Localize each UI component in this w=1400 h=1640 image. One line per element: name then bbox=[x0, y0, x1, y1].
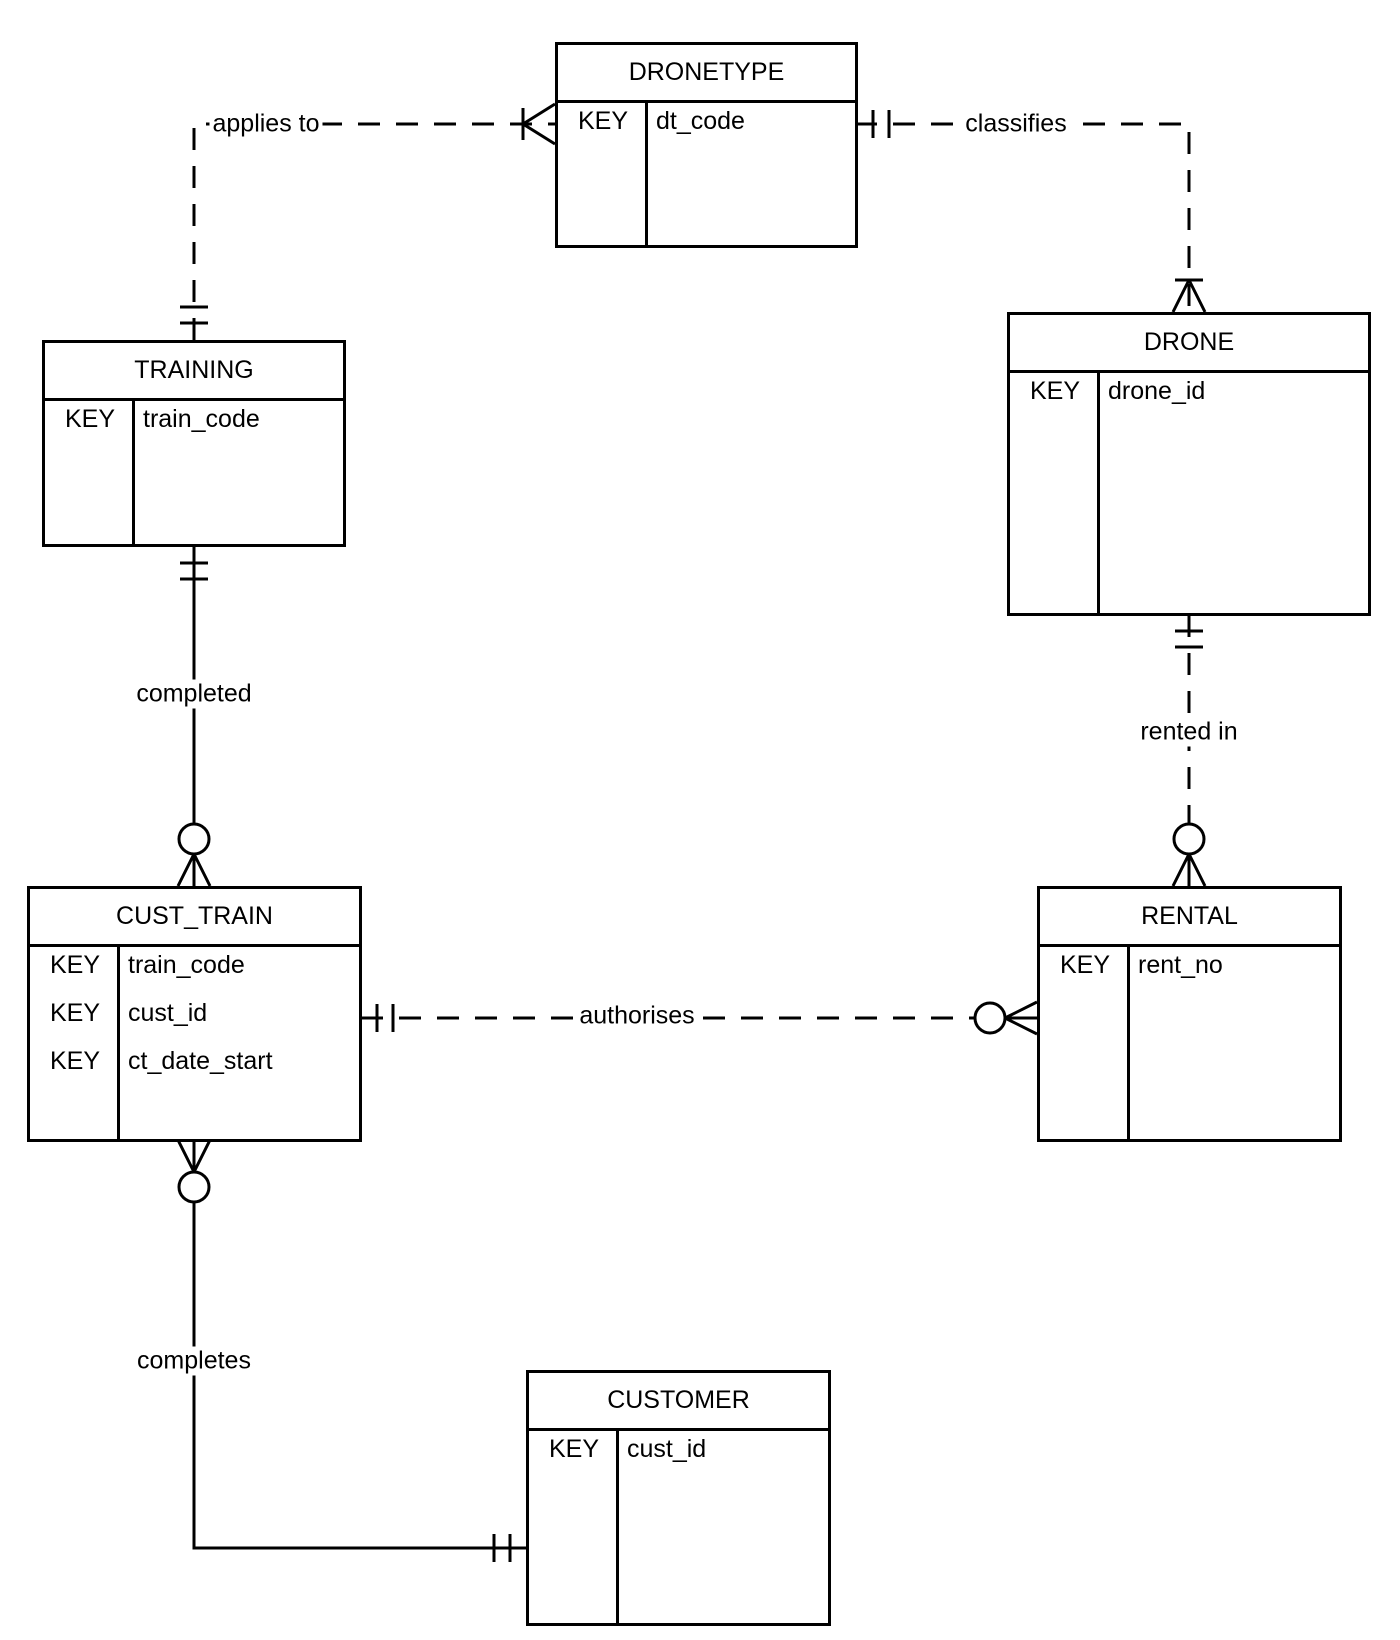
marker-many-completed-cust-train bbox=[176, 853, 212, 887]
entity-training[interactable]: TRAINING KEY train_code bbox=[42, 340, 346, 547]
entity-rental[interactable]: RENTAL KEY rent_no bbox=[1037, 886, 1342, 1142]
key-column-divider bbox=[1040, 947, 1130, 1139]
label-rented-in: rented in bbox=[1137, 717, 1241, 747]
marker-one-applies-to-training bbox=[180, 305, 208, 325]
attribute-name: cust_id bbox=[627, 1435, 707, 1463]
marker-one-classifies-dronetype bbox=[871, 110, 891, 138]
connector-classifies bbox=[855, 122, 1191, 312]
marker-zero-completed-cust-train bbox=[177, 822, 211, 856]
attribute-row: KEY train_code bbox=[30, 947, 359, 987]
attribute-row: KEY ct_date_start bbox=[30, 1043, 359, 1083]
attribute-row: KEY drone_id bbox=[1010, 373, 1368, 413]
entity-customer[interactable]: CUSTOMER KEY cust_id bbox=[526, 1370, 831, 1626]
key-label: KEY bbox=[49, 1047, 101, 1075]
label-authorises: authorises bbox=[576, 1001, 698, 1031]
attribute-name: ct_date_start bbox=[128, 1047, 273, 1075]
marker-zero-authorises-rental bbox=[973, 1001, 1007, 1035]
attribute-name: train_code bbox=[128, 951, 245, 979]
marker-one-rented-in-drone bbox=[1175, 629, 1203, 649]
entity-title: RENTAL bbox=[1040, 889, 1339, 947]
connector-applies-to bbox=[192, 122, 555, 340]
label-applies-to: applies to bbox=[209, 109, 323, 139]
key-column-divider bbox=[45, 401, 135, 544]
attribute-name: cust_id bbox=[128, 999, 208, 1027]
entity-drone[interactable]: DRONE KEY drone_id bbox=[1007, 312, 1371, 616]
attribute-row: KEY cust_id bbox=[30, 995, 359, 1035]
marker-many-authorises-rental bbox=[1004, 1000, 1038, 1036]
key-column-divider bbox=[529, 1431, 619, 1623]
key-label: KEY bbox=[1059, 951, 1111, 979]
attribute-name: train_code bbox=[143, 405, 260, 433]
attribute-row: KEY cust_id bbox=[529, 1431, 828, 1471]
marker-many-completes-cust-train bbox=[176, 1139, 212, 1173]
connector-completes bbox=[192, 1202, 526, 1550]
key-column-divider bbox=[1010, 373, 1100, 613]
marker-one-authorises-cust-train bbox=[375, 1004, 395, 1032]
entity-title: DRONE bbox=[1010, 315, 1368, 373]
label-completed: completed bbox=[133, 679, 255, 709]
attribute-row: KEY train_code bbox=[45, 401, 343, 441]
attribute-row: KEY dt_code bbox=[558, 103, 855, 143]
attribute-name: drone_id bbox=[1108, 377, 1206, 405]
entity-title: CUSTOMER bbox=[529, 1373, 828, 1431]
key-label: KEY bbox=[49, 951, 101, 979]
key-column-divider bbox=[558, 103, 648, 245]
entity-cust-train[interactable]: CUST_TRAIN KEY train_code KEY cust_id KE… bbox=[27, 886, 362, 1142]
key-label: KEY bbox=[548, 1435, 600, 1463]
entity-title: CUST_TRAIN bbox=[30, 889, 359, 947]
marker-zero-rented-in-rental bbox=[1172, 822, 1206, 856]
attribute-name: dt_code bbox=[656, 107, 745, 135]
attribute-row: KEY rent_no bbox=[1040, 947, 1339, 987]
label-completes: completes bbox=[134, 1346, 254, 1376]
label-classifies: classifies bbox=[962, 109, 1070, 139]
key-column-divider bbox=[30, 947, 120, 1139]
key-label: KEY bbox=[49, 999, 101, 1027]
marker-many-classifies-drone bbox=[1171, 278, 1207, 313]
marker-many-applies-to-dronetype bbox=[521, 102, 556, 146]
entity-title: DRONETYPE bbox=[558, 45, 855, 103]
marker-one-completes-customer bbox=[492, 1534, 512, 1562]
marker-zero-completes-cust-train bbox=[177, 1170, 211, 1204]
attribute-name: rent_no bbox=[1138, 951, 1223, 979]
key-label: KEY bbox=[577, 107, 629, 135]
key-label: KEY bbox=[64, 405, 116, 433]
marker-one-completed-training bbox=[180, 561, 208, 581]
marker-many-rented-in-rental bbox=[1171, 853, 1207, 887]
key-label: KEY bbox=[1029, 377, 1081, 405]
entity-title: TRAINING bbox=[45, 343, 343, 401]
entity-dronetype[interactable]: DRONETYPE KEY dt_code bbox=[555, 42, 858, 248]
